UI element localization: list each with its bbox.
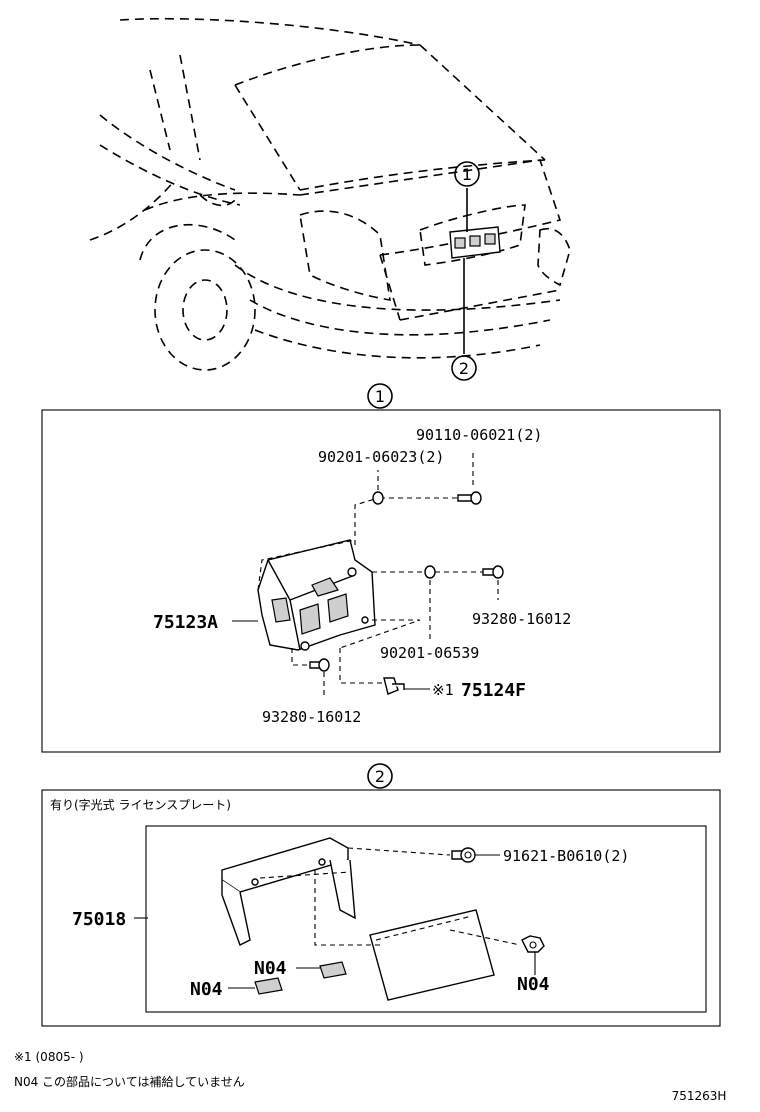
svg-text:2: 2 <box>459 359 469 378</box>
label-90110-06021: 90110-06021(2) <box>416 426 542 444</box>
group-1-drawing <box>232 452 504 698</box>
label-N04-upper: N04 <box>254 958 287 979</box>
label-93280-16012-bottom: 93280-16012 <box>262 708 361 726</box>
label-75018: 75018 <box>72 909 126 930</box>
group-2-drawing <box>134 837 545 1001</box>
callout-2-car: 2 <box>451 355 477 381</box>
label-91621-B0610: 91621-B0610(2) <box>503 847 629 865</box>
svg-text:2: 2 <box>375 767 385 786</box>
label-90201-06539: 90201-06539 <box>380 644 479 662</box>
callout-1-header: 1 <box>367 383 393 409</box>
label-75123A: 75123A <box>153 612 218 633</box>
label-N04-right: N04 <box>517 974 550 995</box>
svg-text:1: 1 <box>462 165 472 184</box>
label-90201-06023: 90201-06023(2) <box>318 448 444 466</box>
label-75124F: 75124F <box>461 680 526 701</box>
callout-1-car: 1 <box>454 161 480 187</box>
car-rear-illustration <box>89 17 571 371</box>
group-2-frame <box>41 789 721 1027</box>
group-2-inner-frame <box>145 825 707 1013</box>
footnote-1: ※1 (0805- ) <box>14 1050 84 1064</box>
label-N04-lower: N04 <box>190 979 223 1000</box>
label-93280-16012-right: 93280-16012 <box>472 610 571 628</box>
figure-code: 751263H <box>672 1089 727 1103</box>
label-75124F-note: ※1 <box>432 681 454 699</box>
footnote-2: N04 この部品については補給していません <box>14 1074 245 1089</box>
group-1-frame <box>41 409 721 753</box>
callout-2-header: 2 <box>367 763 393 789</box>
svg-text:1: 1 <box>375 387 385 406</box>
group-2-header: 有り(字光式 ライセンスプレート) <box>50 797 231 812</box>
